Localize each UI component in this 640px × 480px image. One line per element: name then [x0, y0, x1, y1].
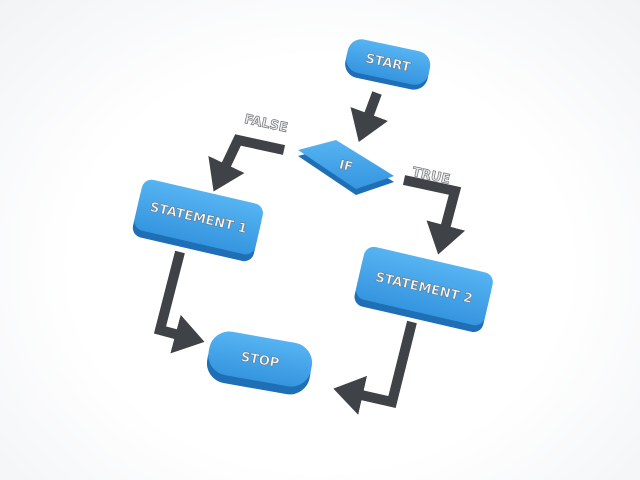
- arrow-if-false-to-statement1: [208, 134, 286, 192]
- statement2-node: STATEMENT 2: [354, 246, 493, 333]
- false-label: FALSE: [243, 112, 289, 136]
- statement1-node: STATEMENT 1: [132, 179, 263, 262]
- arrow-statement1-to-stop: [153, 250, 205, 354]
- stop-label: STOP: [239, 350, 280, 372]
- stop-node: STOP: [206, 331, 313, 395]
- if-label: IF: [337, 158, 354, 176]
- arrow-statement2-to-stop: [333, 320, 417, 415]
- if-decision-node: IF: [298, 140, 394, 195]
- arrow-if-true-to-statement2: [402, 175, 466, 255]
- start-node: START: [345, 39, 431, 90]
- arrow-start-to-if: [350, 91, 388, 143]
